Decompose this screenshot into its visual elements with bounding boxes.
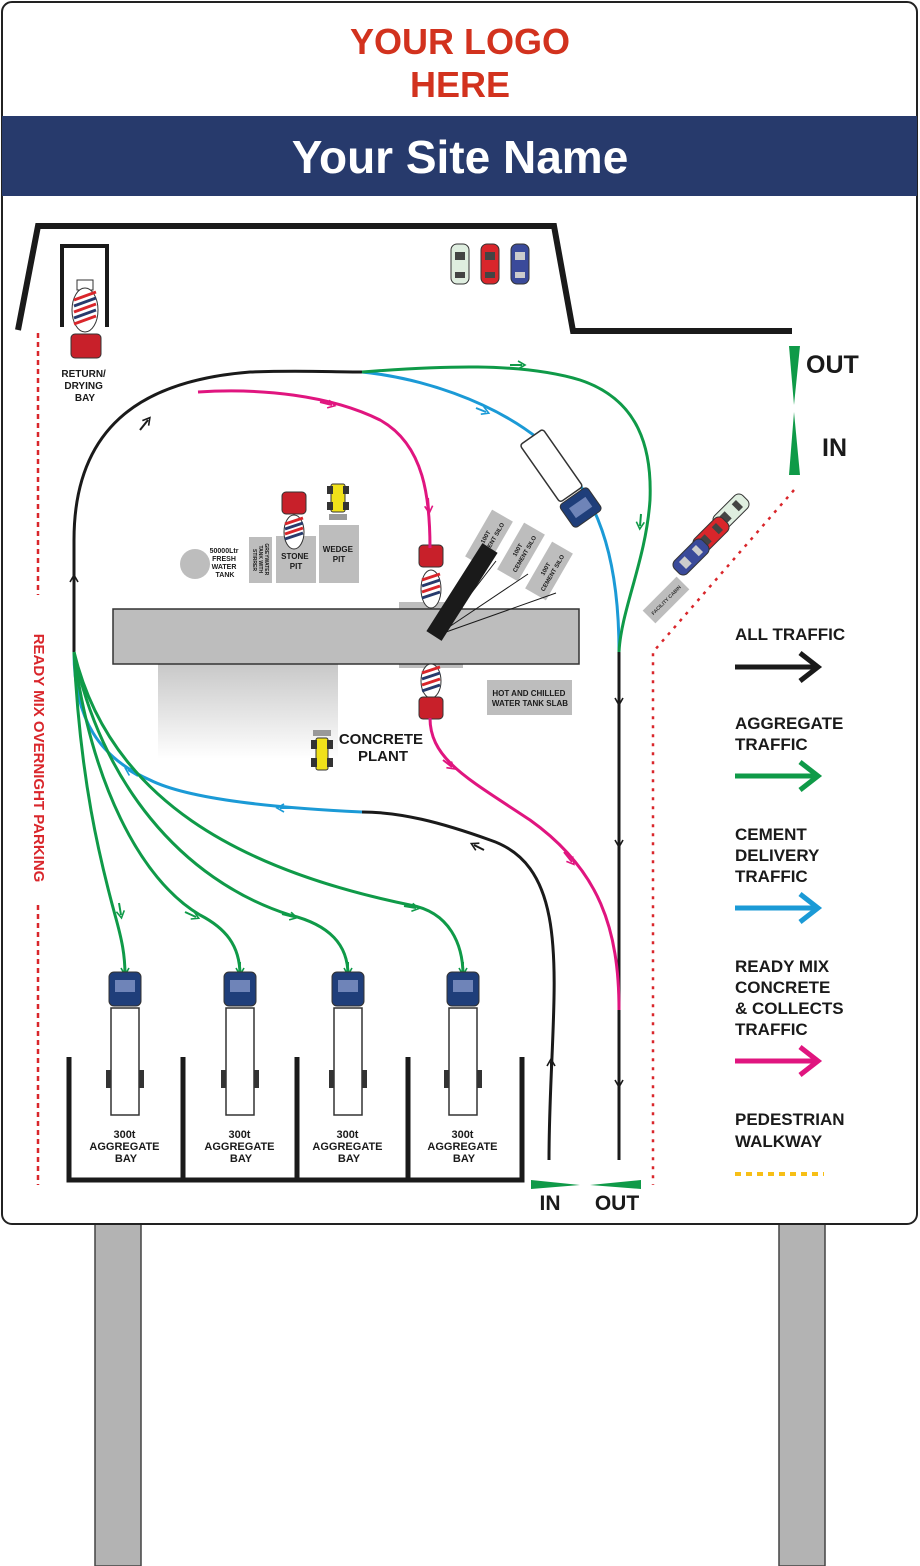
arrow-aggregate-6 xyxy=(403,902,421,913)
concrete-plant-loader xyxy=(311,730,333,771)
wedge-pit-label: WEDGE PIT xyxy=(323,545,355,564)
route-aggregate-bay-2 xyxy=(72,651,242,976)
legend-aggregate-arrow xyxy=(735,760,823,792)
top-gate-out-label: OUT xyxy=(806,351,859,379)
route-aggregate-in xyxy=(361,365,652,653)
parked-car-green xyxy=(450,243,470,285)
right-post xyxy=(778,1221,826,1566)
fresh-water-tank xyxy=(180,549,210,579)
top-gate-marker-lower xyxy=(789,412,800,475)
aggregate-bay-label-1: 300t AGGREGATE BAY xyxy=(89,1129,162,1165)
arrow-ready-mix-4 xyxy=(563,851,575,866)
site-name: Your Site Name xyxy=(292,131,629,183)
overnight-parking-label: READY MIX OVERNIGHT PARKING xyxy=(30,634,47,883)
silo-feed-line-2 xyxy=(445,573,529,630)
legend-ready-mix-arrow xyxy=(735,1045,823,1077)
grey-water-tank xyxy=(249,537,272,583)
wedge-pit-loader xyxy=(327,483,349,520)
logo-text-line2: HERE xyxy=(410,64,510,105)
legend-pedestrian-label: PEDESTRIAN WALKWAY xyxy=(735,1110,849,1151)
top-gate-in-label: IN xyxy=(822,434,847,462)
site-boundary xyxy=(15,223,792,334)
cement-tanker xyxy=(520,429,602,528)
stone-pit-mixer-truck xyxy=(281,491,307,550)
route-all-traffic-entry xyxy=(361,810,556,1161)
arrow-cement-1 xyxy=(475,406,491,416)
legend-all-traffic-arrow xyxy=(735,651,823,683)
top-gate-marker-upper xyxy=(789,346,800,405)
legend-aggregate-label: AGGREGATE TRAFFIC xyxy=(735,714,848,754)
route-aggregate-bay-4 xyxy=(72,651,465,976)
arrow-cement-3 xyxy=(124,767,139,777)
arrow-aggregate-3 xyxy=(115,902,126,920)
route-aggregate-bay-3 xyxy=(72,651,350,976)
parked-car-red xyxy=(480,243,500,285)
grey-water-tank-label: GREYWATER TANK WITH STIRRER xyxy=(251,543,269,576)
plant-conveyor xyxy=(426,543,498,641)
left-post xyxy=(94,1221,142,1566)
bottom-gate-in-label: IN xyxy=(540,1192,561,1215)
fresh-water-tank-label: 50000Ltr FRESH WATER TANK xyxy=(210,548,241,579)
water-tank-slab-label: HOT AND CHILLED WATER TANK SLAB xyxy=(492,689,568,708)
parked-car-right-blue xyxy=(672,538,710,576)
concrete-plant-platform xyxy=(112,608,580,665)
wedge-pit xyxy=(319,525,359,583)
aggregate-truck-1 xyxy=(106,971,144,1116)
water-tank-slab xyxy=(487,680,572,715)
arrow-ready-mix-3 xyxy=(442,759,456,770)
drying-bay-mixer-truck xyxy=(70,279,102,359)
arrow-ready-mix-2 xyxy=(424,497,434,515)
legend-all-traffic-label: ALL TRAFFIC xyxy=(735,625,845,644)
aggregate-truck-3 xyxy=(329,971,367,1116)
logo-text: YOUR LOGO xyxy=(350,21,570,62)
arrow-ready-mix-1 xyxy=(319,399,337,409)
arrow-aggregate-2 xyxy=(635,513,645,531)
legend-cement-arrow xyxy=(735,892,823,924)
plant-mixer-truck-top xyxy=(418,544,444,609)
route-aggregate-bay-1 xyxy=(72,651,127,976)
route-ready-mix-out xyxy=(428,717,621,1011)
aggregate-truck-2 xyxy=(221,971,259,1116)
legend-cement-label: CEMENT DELIVERY TRAFFIC xyxy=(735,825,824,886)
bottom-gate-marker-right xyxy=(590,1180,641,1189)
arrow-all-traffic-3 xyxy=(469,842,485,851)
aggregate-bay-label-4: 300t AGGREGATE BAY xyxy=(427,1129,500,1165)
legend-ready-mix-label: READY MIX CONCRETE & COLLECTS TRAFFIC xyxy=(735,957,848,1039)
drying-bay-label: RETURN/ DRYING BAY xyxy=(61,369,108,404)
bottom-gate-marker-left xyxy=(531,1180,580,1189)
drying-bay xyxy=(60,244,109,327)
aggregate-bay-label-2: 300t AGGREGATE BAY xyxy=(204,1129,277,1165)
arrow-aggregate-4 xyxy=(184,911,201,920)
silo-feed-line-3 xyxy=(445,592,557,633)
plant-mixer-truck-bottom xyxy=(418,663,444,720)
bottom-gate-out-label: OUT xyxy=(595,1192,640,1215)
parked-car-blue xyxy=(510,243,530,285)
concrete-plant-label: CONCRETE PLANT xyxy=(339,731,427,765)
aggregate-truck-4 xyxy=(444,971,482,1116)
plant-shade xyxy=(158,664,338,759)
route-all-traffic-loop xyxy=(72,369,363,652)
site-name-banner xyxy=(2,116,917,196)
arrow-aggregate-5 xyxy=(281,911,299,921)
stone-pit-label: STONE PIT xyxy=(281,552,311,571)
aggregate-bay-label-3: 300t AGGREGATE BAY xyxy=(312,1129,385,1165)
arrow-all-traffic-2 xyxy=(139,416,151,431)
